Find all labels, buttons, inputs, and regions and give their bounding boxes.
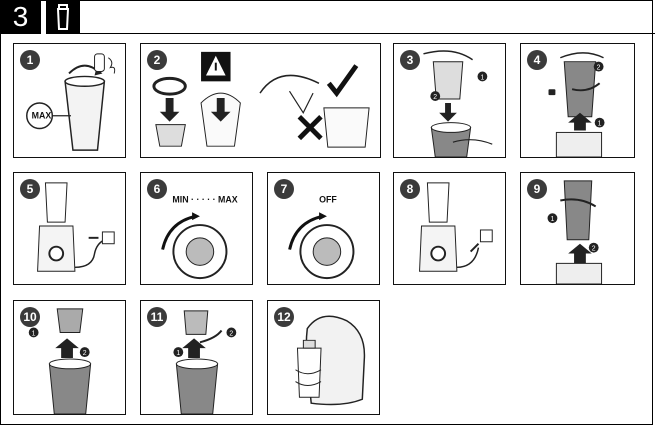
- step-4-callout-2: 2: [597, 65, 601, 72]
- step-1-badge: 1: [20, 50, 40, 70]
- step-1-illustration: MAX: [26, 53, 116, 151]
- step-6-panel: 6 MIN · · · · · MAX: [140, 172, 253, 285]
- step-9-badge: 9: [527, 179, 547, 199]
- step-4-illustration: 2 1: [548, 52, 605, 157]
- step-11-panel: 11 1 2: [140, 300, 253, 415]
- step-1-panel: 1 MAX: [13, 43, 126, 158]
- step-8-illustration: [419, 182, 493, 272]
- step-11-callout-2: 2: [229, 330, 233, 337]
- step-11-illustration: 1 2: [173, 310, 237, 414]
- step-6-illustration: MIN · · · · · MAX: [161, 194, 238, 280]
- step-6-badge: 6: [147, 179, 167, 199]
- step-10-badge: 10: [20, 307, 40, 327]
- step-10-callout-1: 1: [32, 330, 36, 337]
- step-5-illustration: [37, 182, 115, 272]
- step-7-badge: 7: [274, 179, 294, 199]
- step-3-callout-1: 1: [480, 74, 484, 81]
- step-4-callout-1: 1: [598, 121, 602, 128]
- step-2-illustration: [152, 51, 370, 148]
- step-4-badge: 4: [527, 50, 547, 70]
- min-max-label: MIN · · · · · MAX: [172, 194, 237, 204]
- header-rule: [80, 33, 655, 34]
- step-4-panel: 4 2 1: [520, 43, 635, 158]
- step-11-badge: 11: [147, 307, 167, 327]
- step-12-panel: 12: [267, 300, 380, 415]
- step-2-badge: 2: [147, 50, 167, 70]
- step-8-badge: 8: [400, 179, 420, 199]
- step-11-callout-1: 1: [176, 350, 180, 357]
- step-7-illustration: OFF: [288, 194, 355, 280]
- step-9-callout-2: 2: [592, 246, 596, 253]
- step-2-panel: 2: [140, 43, 381, 158]
- step-7-panel: 7 OFF: [267, 172, 380, 285]
- step-12-badge: 12: [274, 307, 294, 327]
- step-10-panel: 10 1 2: [13, 300, 126, 415]
- step-5-badge: 5: [20, 179, 40, 199]
- step-3-callout-2: 2: [433, 94, 437, 101]
- step-10-illustration: 1 2: [28, 308, 92, 414]
- bottle-icon: [46, 0, 80, 34]
- step-3-illustration: 1 2: [423, 50, 493, 157]
- step-10-callout-2: 2: [83, 350, 87, 357]
- step-9-illustration: 1 2: [547, 180, 603, 284]
- step-12-illustration: [295, 315, 366, 406]
- lock-icon: [548, 89, 556, 96]
- off-label: OFF: [319, 194, 337, 204]
- step-3-badge: 3: [400, 50, 420, 70]
- step-9-panel: 9 1 2: [520, 172, 635, 285]
- step-3-panel: 3 1 2: [393, 43, 506, 158]
- step-9-callout-1: 1: [550, 216, 554, 223]
- max-label: MAX: [32, 111, 52, 121]
- section-number: 3: [0, 0, 41, 34]
- step-8-panel: 8: [393, 172, 506, 285]
- step-5-panel: 5: [13, 172, 126, 285]
